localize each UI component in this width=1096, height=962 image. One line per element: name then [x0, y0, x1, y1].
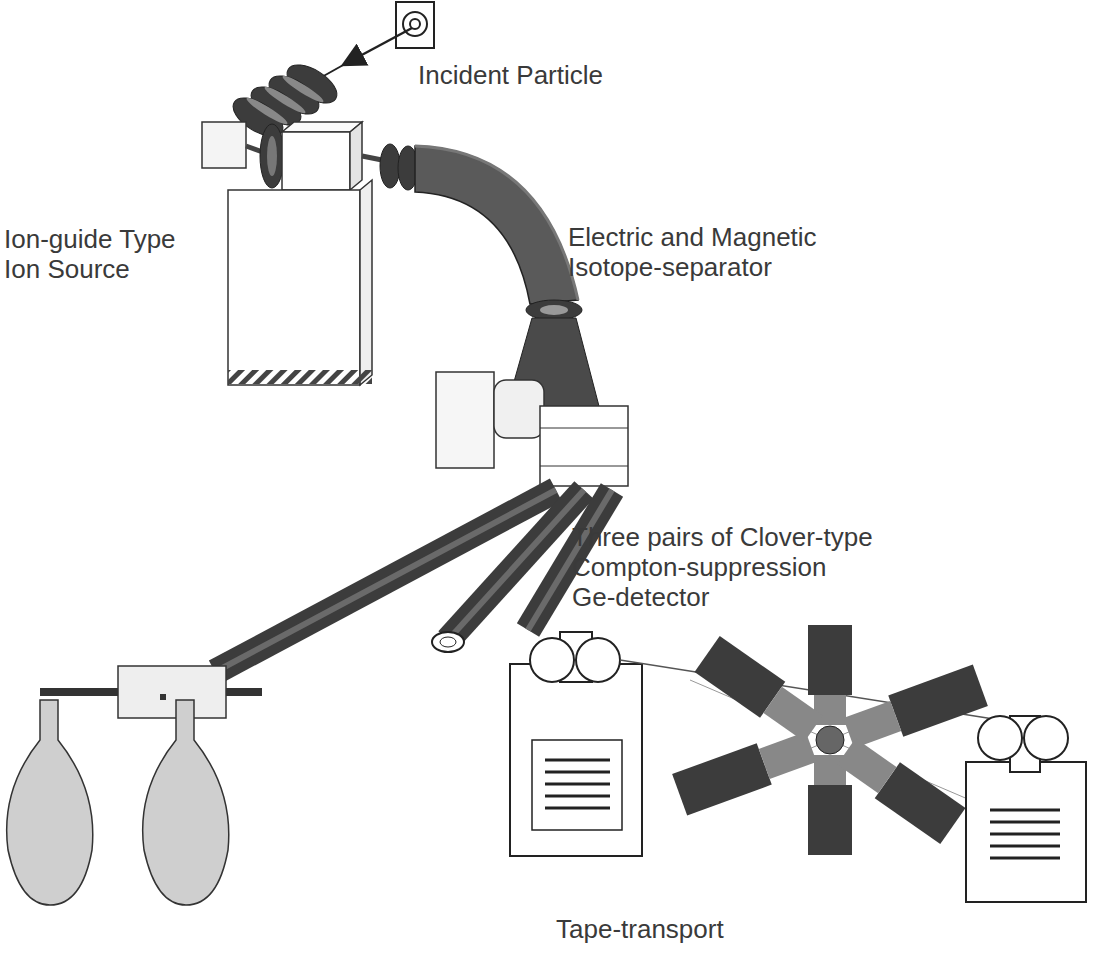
- tape-transport-unit: [510, 632, 1000, 856]
- part-label: Ion-guide Type Ion Source: [4, 224, 194, 284]
- beam-arrow: [345, 28, 412, 64]
- tape-transport-unit: [966, 716, 1086, 902]
- isotope-separator-magnet: [380, 144, 600, 410]
- part-label: Tape-transport: [556, 914, 724, 944]
- switching-chamber: [436, 372, 628, 486]
- part-label: Electric and Magnetic Isotope-separator: [568, 222, 858, 282]
- part-label: Three pairs of Clover-type Compton-suppr…: [572, 522, 902, 612]
- small-housing: [202, 122, 246, 168]
- target-box: [396, 2, 434, 48]
- part-label: Incident Particle: [418, 60, 603, 90]
- target-ring: [403, 12, 427, 36]
- pump-station: [7, 666, 262, 905]
- clover-detector-array: [672, 625, 988, 855]
- ion-source: [228, 122, 382, 385]
